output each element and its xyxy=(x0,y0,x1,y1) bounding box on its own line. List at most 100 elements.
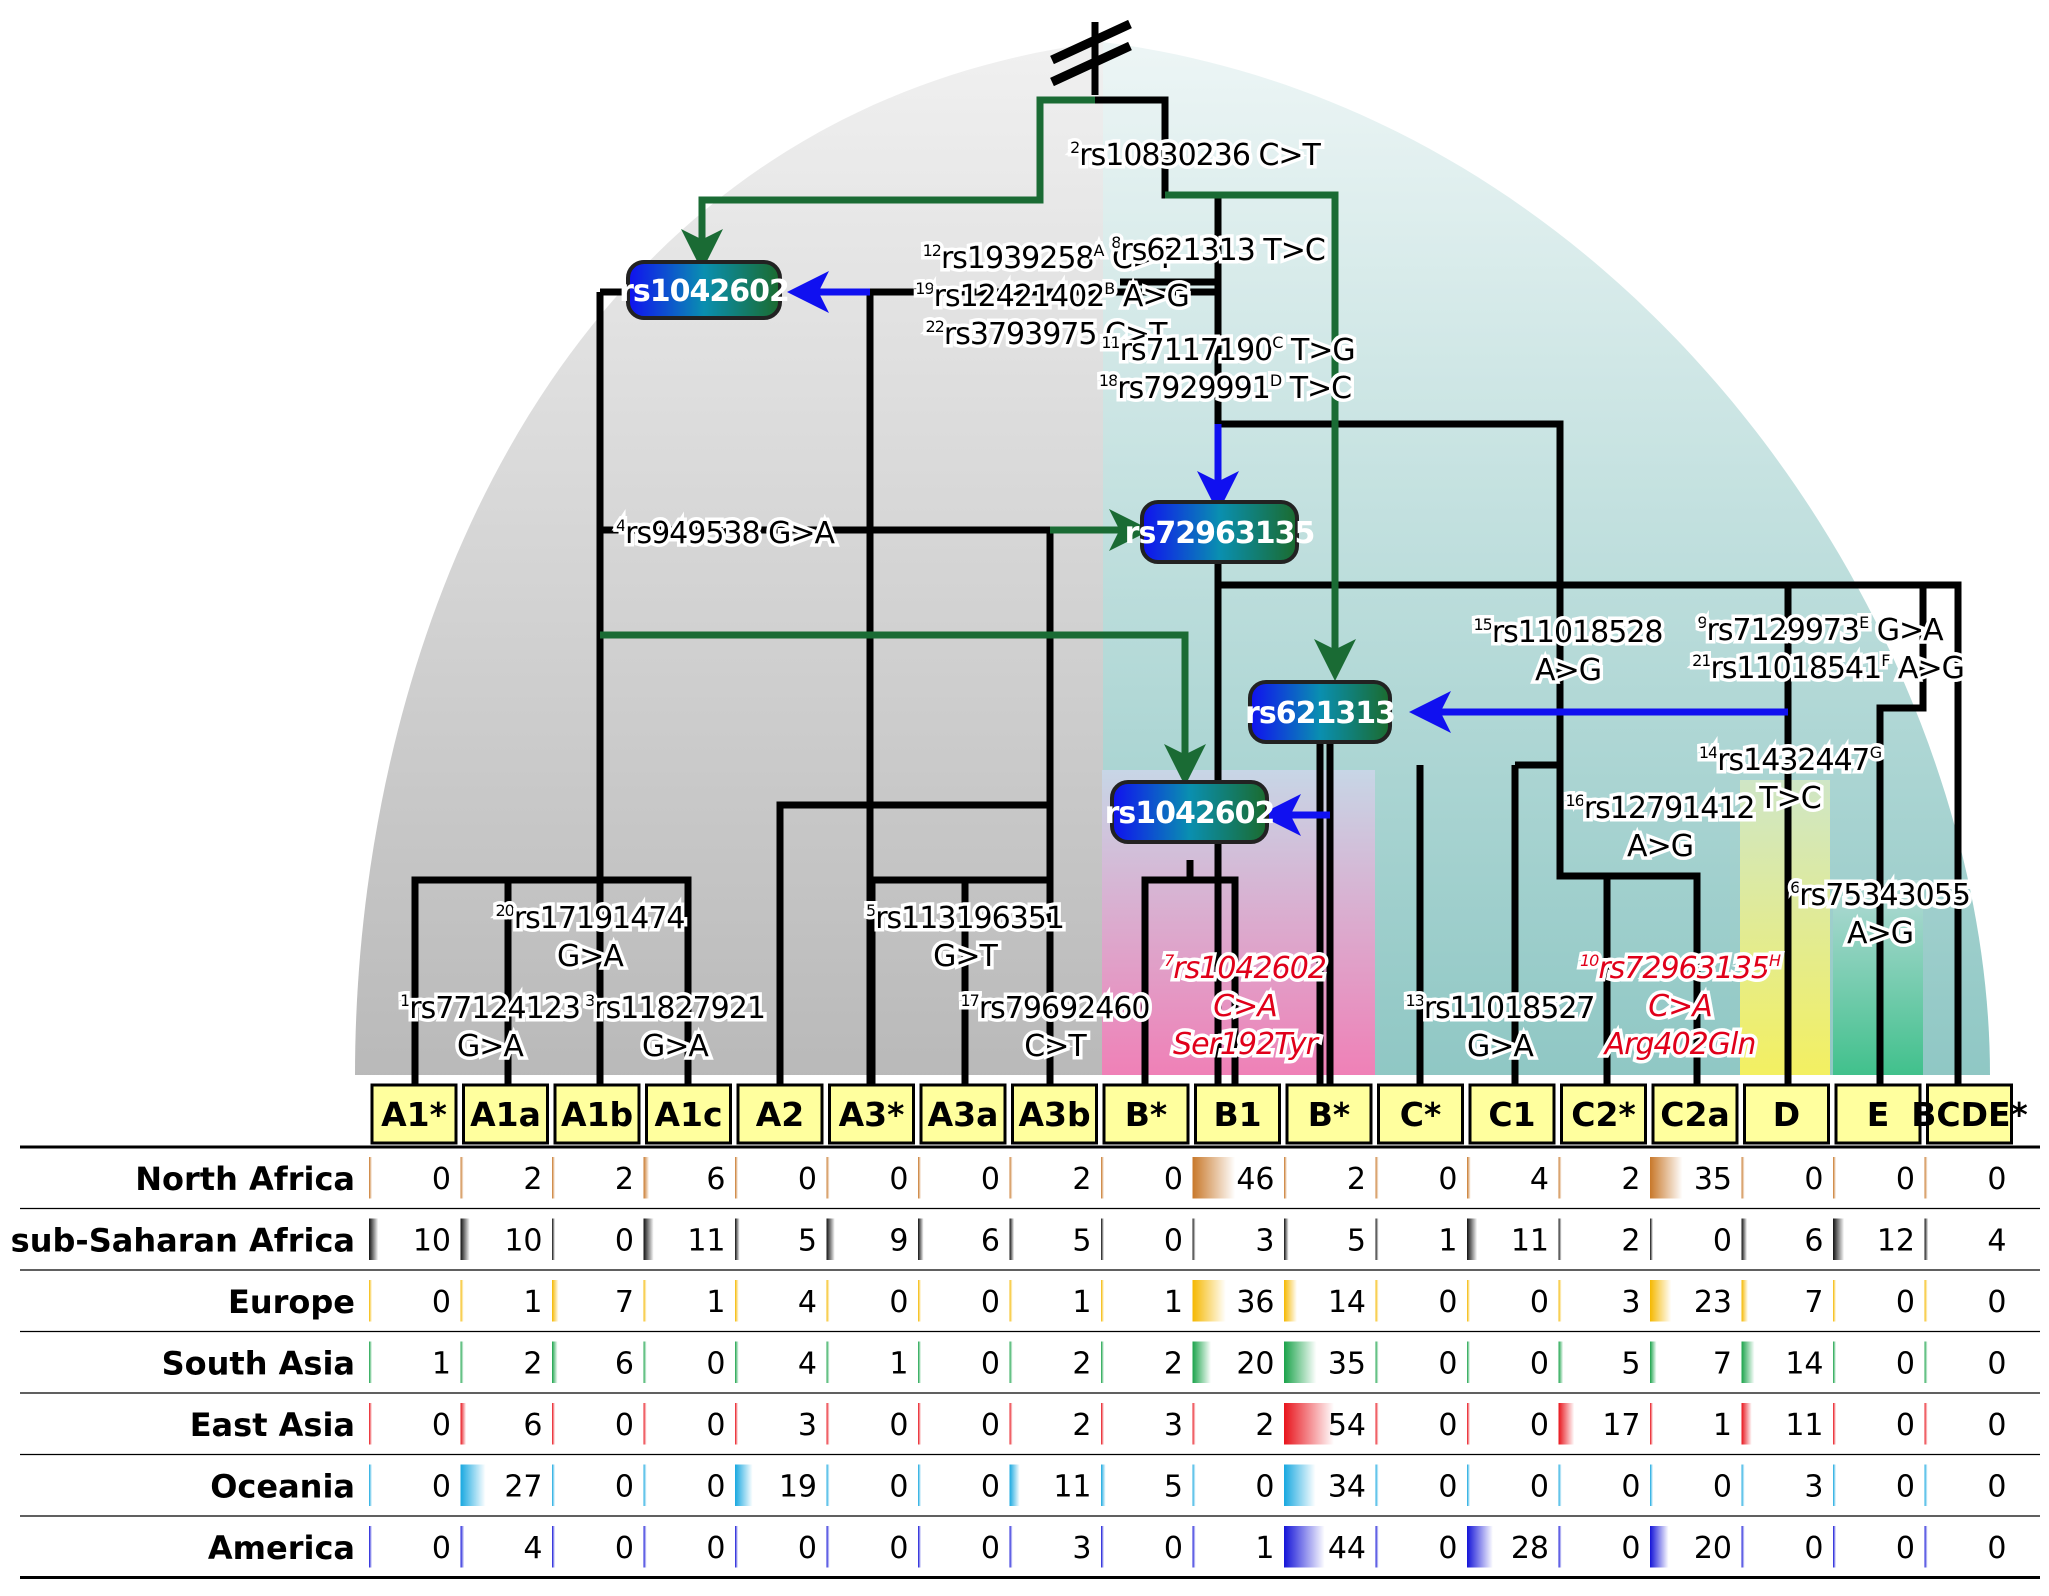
frequency-value: 6 xyxy=(1804,1223,1823,1258)
main: rs1432447 xyxy=(1717,743,1870,778)
haplogroup-rect xyxy=(553,1083,641,1145)
node-label: rs621313 xyxy=(1245,696,1395,731)
frequency-bar xyxy=(1650,1403,1653,1445)
sup: 20 xyxy=(495,901,514,920)
frequency-value: 0 xyxy=(1438,1285,1457,1320)
frequency-bar xyxy=(1833,1280,1836,1322)
mutation-text: 22rs3793975 C>T xyxy=(926,317,1169,352)
frequency-bar xyxy=(735,1157,738,1199)
mutation-m9: 9rs7129973E G>A xyxy=(1694,610,1949,652)
haplogroup-label: B* xyxy=(1125,1095,1167,1134)
region-label: sub-Saharan Africa xyxy=(11,1221,355,1259)
main: rs17191474 xyxy=(514,901,685,936)
frequency-value: 0 xyxy=(432,1408,451,1443)
frequency-bar xyxy=(1101,1464,1106,1506)
mutation-text: 2rs10830236 C>T xyxy=(1070,138,1321,173)
frequency-value: 2 xyxy=(1164,1346,1183,1381)
frequency-value: 0 xyxy=(981,1285,1000,1320)
frequency-bar xyxy=(1650,1280,1672,1322)
frequency-value: 6 xyxy=(981,1223,1000,1258)
frequency-value: 0 xyxy=(981,1531,1000,1566)
arrows xyxy=(600,96,1788,836)
sup: 1 xyxy=(400,991,409,1010)
main: A>G xyxy=(1627,829,1693,864)
frequency-bar xyxy=(1741,1218,1748,1260)
haplogroup-box: A3b xyxy=(1011,1083,1098,1145)
frequency-bar xyxy=(1741,1341,1755,1383)
frequency-bar xyxy=(369,1464,372,1506)
frequency-value: 19 xyxy=(779,1469,817,1504)
haplogroup-label: D xyxy=(1773,1095,1800,1134)
mutation-text: A>G xyxy=(1627,829,1693,864)
frequency-value: 0 xyxy=(432,1469,451,1504)
haplogroup-box: A1b xyxy=(553,1083,641,1145)
frequency-value: 0 xyxy=(1530,1408,1549,1443)
mutation-text: G>A xyxy=(457,1029,524,1064)
frequency-value: 20 xyxy=(1694,1531,1732,1566)
haplogroup-box: C1 xyxy=(1468,1083,1556,1145)
frequency-bar xyxy=(1558,1218,1562,1260)
frequency-value: 0 xyxy=(1896,1408,1915,1443)
region-label: East Asia xyxy=(190,1406,355,1444)
mutation-text: 1rs77124123 xyxy=(400,991,580,1026)
node-label: rs72963135 xyxy=(1125,516,1315,551)
haplogroup-label: A1c xyxy=(654,1095,722,1134)
haplogroup-label: C1 xyxy=(1488,1095,1535,1134)
haplogroup-rect xyxy=(736,1083,824,1145)
arrow-to-rs621313 xyxy=(1165,191,1356,681)
sup2: G xyxy=(1870,743,1882,762)
haplogroup-box: B* xyxy=(1285,1083,1373,1145)
mutation-m11: 11rs7117190C T>G xyxy=(1098,330,1359,372)
region-label: Europe xyxy=(228,1283,355,1321)
frequency-bar xyxy=(1741,1280,1748,1322)
frequency-value: 7 xyxy=(615,1285,634,1320)
frequency-value: 35 xyxy=(1694,1162,1732,1197)
main: G>T xyxy=(933,939,998,974)
mutation-m22: 22rs3793975 C>T xyxy=(922,314,1173,356)
haplogroup-box: E xyxy=(1834,1083,1922,1145)
mutation-text: 12rs1939258A C>T xyxy=(923,241,1176,276)
frequency-bar xyxy=(1924,1157,1928,1199)
mutation-text: Arg402Gln xyxy=(1603,1027,1756,1062)
mutation-text: 11rs7117190C T>G xyxy=(1101,333,1354,368)
frequency-bar xyxy=(1192,1403,1196,1445)
sup: 22 xyxy=(926,317,944,336)
frequency-value: 0 xyxy=(615,1408,634,1443)
mutation-text: A>G xyxy=(1847,916,1913,951)
branch xyxy=(1876,585,1927,1085)
frequency-value: 3 xyxy=(1072,1531,1091,1566)
mutation-text: 16rs12791412 xyxy=(1565,791,1754,826)
frequency-value: 27 xyxy=(504,1469,542,1504)
frequency-bar xyxy=(1375,1403,1379,1445)
frequency-value: 0 xyxy=(1896,1531,1915,1566)
mutation-text: 21rs11018541F A>G xyxy=(1692,651,1964,686)
tail: T>G xyxy=(1282,333,1354,368)
main: T>C xyxy=(1758,781,1820,816)
frequency-bar xyxy=(918,1218,924,1260)
frequency-value: 0 xyxy=(615,1469,634,1504)
frequency-bar xyxy=(735,1280,739,1322)
frequency-bar xyxy=(460,1403,467,1445)
haplogroup-rect xyxy=(1011,1083,1098,1145)
haplogroup-label: A2 xyxy=(756,1095,805,1134)
frequency-bar xyxy=(1833,1218,1845,1260)
sup: 11 xyxy=(1101,333,1119,352)
frequency-value: 1 xyxy=(706,1285,725,1320)
haplogroup-box: D xyxy=(1743,1083,1830,1145)
mutation-m8: 8rs621313 T>C xyxy=(1108,230,1330,272)
sup2: H xyxy=(1769,951,1781,970)
frequency-bar xyxy=(643,1403,647,1445)
main: rs3793975 C>T xyxy=(944,317,1168,352)
frequency-bar xyxy=(826,1218,835,1260)
frequency-bar xyxy=(1924,1218,1929,1260)
frequency-value: 0 xyxy=(981,1408,1000,1443)
frequency-value: 0 xyxy=(432,1285,451,1320)
frequency-value: 11 xyxy=(1053,1469,1091,1504)
frequency-bar xyxy=(1192,1218,1196,1260)
main: rs11018527 xyxy=(1424,991,1595,1026)
frequency-value: 0 xyxy=(1438,1531,1457,1566)
